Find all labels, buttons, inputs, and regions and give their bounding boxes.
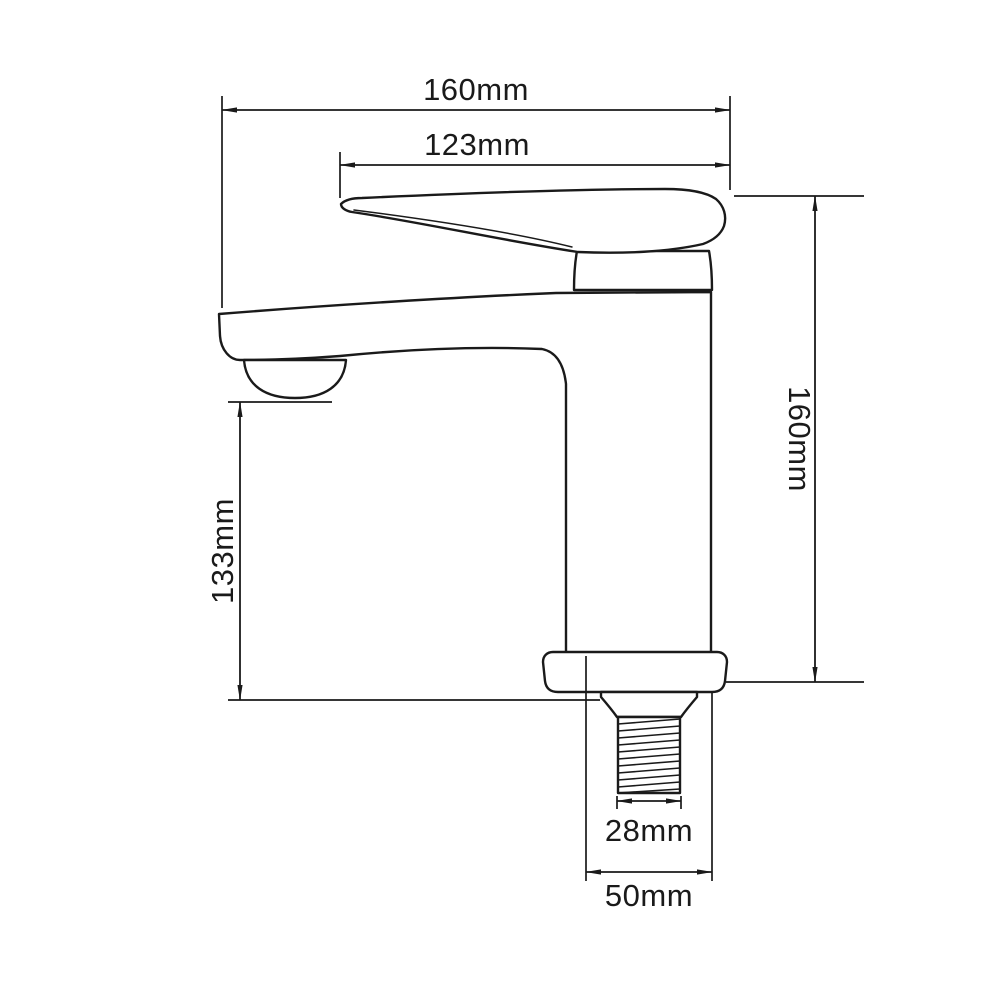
handle-width-label: 123mm bbox=[424, 127, 530, 162]
faucet-drawing bbox=[217, 187, 729, 795]
overall-height-label: 160mm bbox=[782, 386, 817, 492]
lever-handle bbox=[339, 187, 727, 254]
aerator-outlet bbox=[242, 358, 348, 400]
base-width-label: 50mm bbox=[605, 878, 693, 913]
base-flange bbox=[541, 650, 729, 694]
lever-edge-detail bbox=[353, 209, 573, 248]
thread-hatching bbox=[617, 718, 681, 794]
dimension-annotations: 160mm 123mm 160mm 133mm 28mm 50mm bbox=[205, 72, 864, 913]
handle-base bbox=[572, 249, 714, 292]
spout-height-label: 133mm bbox=[205, 498, 240, 604]
thread-diameter-label: 28mm bbox=[605, 813, 693, 848]
mounting-nut bbox=[599, 690, 699, 719]
faucet-body-and-spout bbox=[217, 290, 713, 658]
overall-width-label: 160mm bbox=[423, 72, 529, 107]
